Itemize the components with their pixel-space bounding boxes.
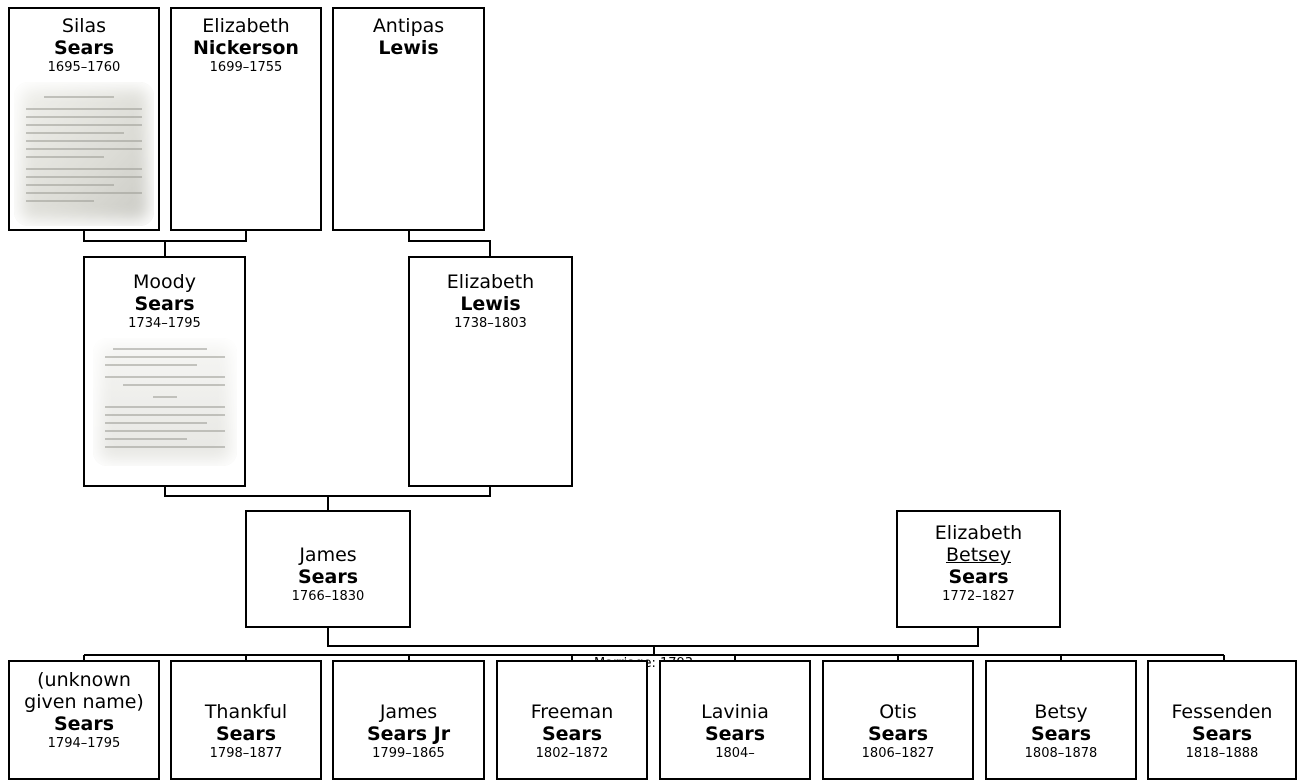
given-name: Thankful — [204, 701, 288, 723]
life-dates: 1808–1878 — [1024, 746, 1098, 761]
surname: Sears — [53, 713, 115, 735]
surname: Sears — [134, 293, 195, 315]
child-box-8[interactable]: Fessenden Sears 1818–1888 — [1147, 660, 1297, 780]
surname: Sears — [704, 723, 766, 745]
child-box-4[interactable]: Freeman Sears 1802–1872 — [496, 660, 648, 780]
scanned-document-thumbnail[interactable] — [14, 82, 154, 226]
person-box-antipas-lewis[interactable]: Antipas Lewis — [332, 7, 485, 231]
life-dates: 1802–1872 — [535, 746, 609, 761]
child-box-5[interactable]: Lavinia Sears 1804– — [659, 660, 811, 780]
child-box-1[interactable]: (unknown given name) Sears 1794–1795 — [8, 660, 160, 780]
given-name: Elizabeth — [202, 15, 290, 37]
surname: Lewis — [378, 37, 439, 59]
given-name: Betsy — [1034, 701, 1088, 723]
given-name: James — [299, 544, 357, 566]
surname: Sears — [297, 566, 359, 588]
surname: Sears — [541, 723, 603, 745]
life-dates: 1772–1827 — [942, 589, 1015, 604]
given-name: Freeman — [530, 701, 614, 723]
person-box-elizabeth-betsey-sears[interactable]: Elizabeth Betsey Sears 1772–1827 — [896, 510, 1061, 628]
child-box-2[interactable]: Thankful Sears 1798–1877 — [170, 660, 322, 780]
surname: Sears — [1030, 723, 1092, 745]
surname: Sears — [867, 723, 929, 745]
child-box-7[interactable]: Betsy Sears 1808–1878 — [985, 660, 1137, 780]
surname: Sears — [948, 566, 1009, 588]
life-dates: 1766–1830 — [291, 589, 365, 604]
life-dates: 1798–1877 — [209, 746, 283, 761]
life-dates: 1794–1795 — [47, 736, 121, 751]
parents-connector-james — [164, 486, 491, 497]
given-name: Lavinia — [701, 701, 769, 723]
given-name: Elizabeth — [446, 271, 535, 293]
parents-connector-moody — [83, 230, 247, 242]
person-box-james-sears[interactable]: James Sears 1766–1830 — [245, 510, 411, 628]
given-name: Antipas — [372, 15, 445, 37]
surname: Nickerson — [193, 37, 299, 59]
life-dates: 1799–1865 — [372, 746, 445, 761]
surname: Sears — [215, 723, 277, 745]
given-name: James — [379, 701, 438, 723]
given-name: Otis — [879, 701, 917, 723]
nickname: Betsey — [945, 544, 1011, 566]
marriage-connector — [327, 627, 979, 647]
person-box-elizabeth-lewis[interactable]: Elizabeth Lewis 1738–1803 — [408, 256, 573, 487]
life-dates: 1734–1795 — [128, 316, 201, 331]
surname: Sears Jr — [366, 723, 451, 745]
life-dates: 1818–1888 — [1185, 746, 1259, 761]
person-box-silas-sears[interactable]: Silas Sears 1695–1760 — [8, 7, 160, 231]
person-box-elizabeth-nickerson[interactable]: Elizabeth Nickerson 1699–1755 — [170, 7, 322, 231]
given-name: Fessenden — [1171, 701, 1273, 723]
person-box-moody-sears[interactable]: Moody Sears 1734–1795 — [83, 256, 246, 487]
given-name-line2: given name) — [24, 691, 144, 713]
life-dates: 1738–1803 — [454, 316, 527, 331]
life-dates: 1806–1827 — [861, 746, 935, 761]
given-name: Moody — [133, 271, 196, 293]
surname: Sears — [53, 37, 115, 59]
given-name: Silas — [61, 15, 107, 37]
child-box-6[interactable]: Otis Sears 1806–1827 — [822, 660, 974, 780]
given-name: Elizabeth — [934, 522, 1023, 544]
given-name: (unknown — [37, 669, 131, 691]
child-box-3[interactable]: James Sears Jr 1799–1865 — [332, 660, 485, 780]
parent-connector-elizabeth-lewis — [408, 230, 491, 256]
scanned-document-thumbnail[interactable] — [92, 338, 237, 466]
life-dates: 1804– — [715, 746, 755, 761]
life-dates: 1699–1755 — [209, 60, 283, 75]
surname: Lewis — [460, 293, 521, 315]
life-dates: 1695–1760 — [47, 60, 121, 75]
surname: Sears — [1191, 723, 1253, 745]
